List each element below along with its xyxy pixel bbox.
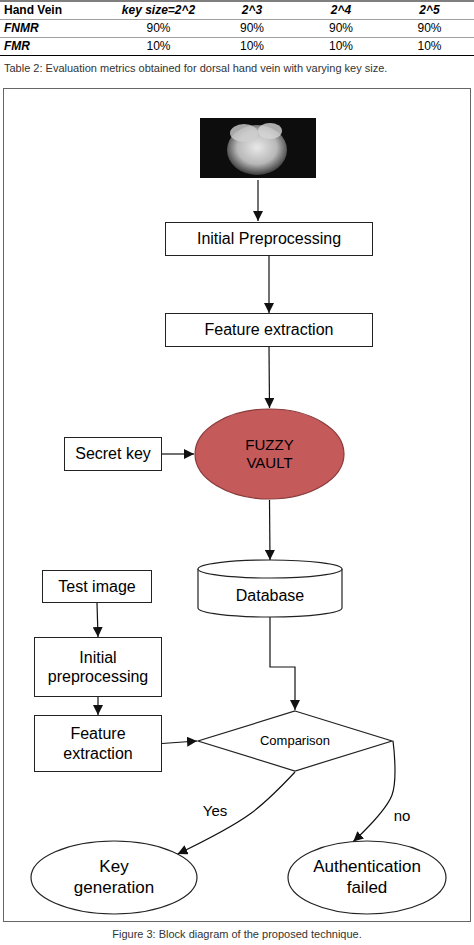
database-cylinder: Database (197, 560, 343, 617)
table-cell: 90% (297, 20, 385, 36)
decision-diamond: Comparison (197, 710, 393, 772)
input-box: Test image (42, 570, 152, 603)
node-text: Database (236, 586, 305, 605)
flow-arrow (97, 603, 98, 637)
table-cell: FNMR (0, 20, 110, 36)
terminal-ellipse: Authentication failed (287, 840, 447, 915)
ellipse-outline (288, 841, 446, 914)
node-text: Initial preprocessing (41, 648, 155, 686)
table-cell: 2^4 (297, 2, 385, 18)
flow-arrow (97, 697, 98, 715)
diamond-outline (198, 711, 392, 771)
ellipse-outline (195, 409, 344, 499)
edge-label: no (394, 807, 411, 824)
process-box: Initial preprocessing (34, 637, 162, 697)
node-text: Feature extraction (205, 320, 334, 339)
flow-arrow (162, 453, 194, 454)
table-rule (0, 0, 474, 1)
figure-caption: Figure 3: Block diagram of the proposed … (0, 926, 474, 942)
node-text: FUZZY VAULT (232, 436, 307, 472)
fuzzy-vault-ellipse: FUZZY VAULT (194, 408, 345, 500)
flow-arrow (269, 500, 271, 560)
node-text: Secret key (75, 444, 151, 463)
node-text: Comparison (260, 733, 330, 749)
table-cell: 10% (385, 38, 474, 54)
table-caption: Table 2: Evaluation metrics obtained for… (4, 60, 470, 76)
flow-arrow (268, 347, 270, 408)
table-cell: 90% (110, 20, 207, 36)
node-text: Feature extraction (41, 724, 155, 762)
table-cell: Hand Vein (0, 2, 110, 18)
hand-shape (258, 123, 282, 139)
process-box: Initial Preprocessing (165, 222, 373, 256)
table-cell: key size=2^2 (110, 2, 207, 18)
table-cell: 90% (385, 20, 474, 36)
flow-arrow (353, 741, 395, 842)
table-cell: 10% (110, 38, 207, 54)
table-cell: 2^5 (385, 2, 474, 18)
flow-arrow (178, 772, 295, 854)
table-cell: 10% (207, 38, 297, 54)
flow-arrow (270, 617, 295, 710)
node-text: Key generation (60, 857, 168, 898)
flow-arrow (268, 256, 269, 313)
flow-arrow (162, 741, 197, 744)
node-text: Authentication failed (307, 857, 427, 898)
terminal-ellipse: Key generation (30, 840, 198, 915)
process-box: Feature extraction (165, 313, 373, 347)
table-cell: 10% (297, 38, 385, 54)
cylinder-top (198, 560, 342, 578)
process-box: Feature extraction (34, 715, 162, 772)
table-cell: 90% (207, 20, 297, 36)
table-cell: 2^3 (207, 2, 297, 18)
figure-frame (4, 89, 471, 922)
hand-image (200, 118, 316, 178)
edge-label: Yes (203, 802, 227, 819)
input-box: Secret key (64, 437, 162, 471)
node-text: Test image (58, 577, 135, 596)
table-rule (0, 37, 474, 38)
table-rule (0, 19, 474, 20)
table-cell: FMR (0, 38, 110, 54)
table-rule (0, 55, 474, 56)
node-text: Initial Preprocessing (197, 229, 341, 248)
image-arrow (257, 180, 258, 221)
ellipse-outline (31, 841, 197, 914)
hand-shape (230, 124, 258, 142)
